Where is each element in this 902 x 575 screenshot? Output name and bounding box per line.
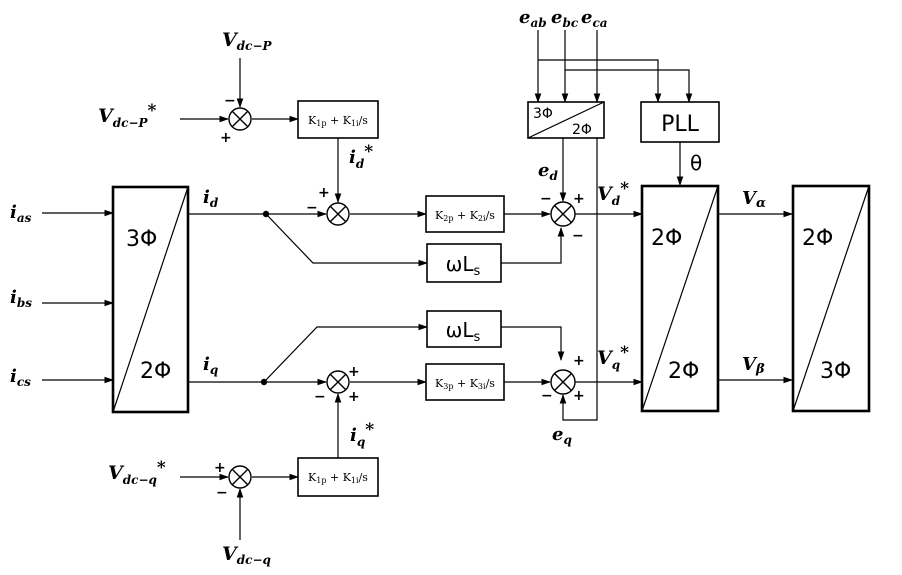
label-vdc-p-ref: Vdc−P* (98, 101, 157, 130)
label-iq-ref: iq* (350, 420, 374, 449)
sign-minus: − (224, 93, 236, 109)
label-ias: ias (10, 202, 32, 225)
sign-plus: + (318, 185, 330, 201)
sign-plus: + (573, 191, 585, 207)
label-id: id (203, 187, 219, 210)
sign-minus: − (540, 191, 552, 207)
label-vdc-q-ref: Vdc−q* (108, 458, 166, 487)
dq-to-ab-bottom-label: 2Φ (668, 359, 699, 384)
sign-minus: − (314, 389, 326, 405)
sum-junction-id (326, 202, 350, 226)
svg-text:K1p + K1i/s: K1p + K1i/s (308, 114, 368, 128)
label-vq-ref: Vq* (597, 343, 629, 372)
label-vdc-q: Vdc−q (222, 543, 271, 567)
label-theta: θ (690, 151, 702, 175)
sign-plus: + (220, 130, 232, 146)
grid-transform-top-label: 3Φ (533, 106, 553, 122)
abc-to-dq-block: 3Φ 2Φ (111, 185, 190, 414)
dq-to-ab-top-label: 2Φ (651, 226, 682, 251)
sign-plus: + (214, 460, 226, 476)
svg-text:ωLs: ωLs (446, 252, 481, 279)
sum-junction-vq (550, 369, 576, 395)
svg-text:K2p + K2i/s: K2p + K2i/s (435, 209, 495, 223)
sum-junction-vd (550, 201, 576, 227)
label-eq: eq (552, 424, 572, 447)
grid-voltage-transform-block: 3Φ 2Φ (527, 101, 605, 139)
label-valpha: Vα (742, 188, 766, 211)
ab-to-abc-top-label: 2Φ (802, 226, 833, 251)
label-eca: eca (581, 7, 608, 30)
pi-controller-vdcp: K1p + K1i/s (297, 100, 379, 139)
pi-controller-iq: K3p + K3i/s (425, 363, 505, 401)
label-eab: eab (519, 7, 547, 30)
branch-point-id (262, 210, 270, 218)
label-vd-ref: Vd* (597, 179, 629, 208)
sign-plus: + (573, 353, 585, 369)
wls-block-upper: ωLs (426, 243, 502, 283)
abc-to-dq-bottom-label: 2Φ (140, 359, 171, 384)
label-ics: ics (10, 366, 31, 389)
label-ebc: ebc (551, 7, 579, 30)
sign-plus: + (573, 388, 585, 404)
pll-label: PLL (661, 112, 700, 137)
svg-text:K3p + K3i/s: K3p + K3i/s (435, 377, 495, 391)
svg-text:ωLs: ωLs (446, 318, 481, 345)
alphabeta-to-abc-block: 2Φ 3Φ (791, 184, 871, 413)
grid-transform-bottom-label: 2Φ (572, 122, 592, 138)
abc-to-dq-top-label: 3Φ (126, 227, 157, 252)
sign-minus: − (541, 388, 553, 404)
label-vdc-p: Vdc−P (222, 29, 273, 53)
ab-to-abc-bottom-label: 3Φ (820, 359, 851, 384)
pi-controller-vdcq: K1p + K1i/s (297, 457, 379, 497)
sign-plus: + (348, 389, 360, 405)
label-id-ref: id* (349, 142, 373, 171)
svg-text:K1p + K1i/s: K1p + K1i/s (308, 471, 368, 485)
connection-lines (42, 30, 793, 540)
label-vbeta: Vβ (742, 354, 765, 377)
sum-junction-vdcq (228, 465, 252, 489)
sign-minus: − (306, 200, 318, 216)
label-ibs: ibs (10, 287, 32, 310)
label-iq: iq (203, 354, 218, 377)
summing-signs: − + + − − + − + − + + − + + − (214, 93, 585, 501)
pi-controller-id: K2p + K2i/s (425, 195, 505, 233)
dq-to-alphabeta-block: 2Φ 2Φ (640, 184, 720, 413)
sign-minus: − (216, 485, 228, 501)
sum-junction-iq (326, 370, 350, 394)
sign-plus: + (348, 364, 360, 380)
pll-block: PLL (640, 101, 720, 143)
label-ed: ed (538, 160, 558, 183)
branch-point-iq (260, 378, 268, 386)
wls-block-lower: ωLs (426, 310, 502, 348)
sum-junction-vdcp (228, 107, 252, 131)
sign-minus: − (572, 228, 584, 244)
